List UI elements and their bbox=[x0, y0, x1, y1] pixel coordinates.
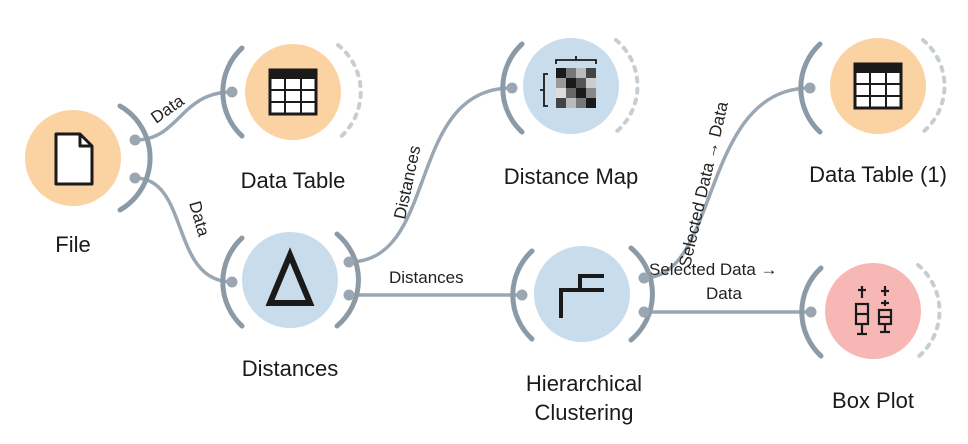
output-anchor-arc bbox=[921, 38, 947, 134]
node-distance-map-label: Distance Map bbox=[504, 164, 639, 189]
output-anchor-arc bbox=[614, 38, 640, 134]
input-channel-dot[interactable] bbox=[226, 276, 238, 288]
table-icon bbox=[268, 68, 318, 116]
input-channel-dot[interactable] bbox=[226, 86, 238, 98]
link-label-file-to-distances: Data bbox=[185, 199, 213, 239]
link-clustering-to-data-table-1[interactable] bbox=[643, 86, 811, 280]
node-data-table-1-label: Data Table (1) bbox=[809, 162, 947, 187]
node-box-plot-circle[interactable] bbox=[825, 263, 921, 359]
node-box-plot-label: Box Plot bbox=[832, 388, 914, 413]
node-distance-map[interactable]: Distance Map bbox=[500, 38, 640, 189]
link-label-clustering-to-boxplot-1: Selected Data → bbox=[649, 260, 778, 279]
node-hierarchical-clustering-label-2: Clustering bbox=[534, 400, 633, 425]
output-anchor-arc bbox=[916, 263, 942, 359]
input-channel-dot[interactable] bbox=[516, 289, 528, 301]
output-channel-dot[interactable] bbox=[343, 256, 355, 268]
node-distances-label: Distances bbox=[242, 356, 339, 381]
node-hierarchical-clustering[interactable]: Hierarchical Clustering bbox=[510, 245, 655, 425]
node-data-table[interactable]: Data Table bbox=[220, 43, 363, 193]
output-anchor-arc bbox=[334, 231, 361, 329]
node-data-table-label: Data Table bbox=[241, 168, 346, 193]
input-anchor-arc bbox=[510, 248, 535, 342]
link-label-file-to-data-table: Data bbox=[147, 91, 188, 127]
link-label-clustering-to-boxplot-2: Data bbox=[706, 284, 742, 303]
input-channel-dot[interactable] bbox=[805, 306, 817, 318]
output-channel-dot[interactable] bbox=[129, 134, 141, 146]
input-anchor-arc bbox=[798, 41, 823, 135]
link-label-distances-to-map: Distances bbox=[390, 144, 424, 221]
link-label-distances-to-clustering: Distances bbox=[389, 268, 464, 287]
input-anchor-arc bbox=[220, 45, 245, 139]
delta-icon bbox=[265, 247, 315, 306]
output-channel-dot[interactable] bbox=[343, 289, 355, 301]
table-icon bbox=[853, 62, 903, 110]
output-channel-dot[interactable] bbox=[638, 272, 650, 284]
input-anchor-arc bbox=[500, 41, 525, 135]
link-file-to-distances[interactable] bbox=[134, 176, 233, 284]
node-distances[interactable]: Distances bbox=[220, 231, 361, 381]
link-distances-to-distance-map[interactable] bbox=[348, 86, 513, 264]
node-file[interactable]: File bbox=[25, 103, 153, 257]
node-box-plot[interactable]: Box Plot bbox=[799, 263, 942, 413]
node-hierarchical-clustering-label-1: Hierarchical bbox=[526, 371, 642, 396]
dendrogram-icon bbox=[559, 274, 604, 318]
output-anchor-arc bbox=[117, 103, 153, 213]
input-anchor-arc bbox=[799, 265, 824, 359]
input-channel-dot[interactable] bbox=[506, 82, 518, 94]
node-hierarchical-clustering-circle[interactable] bbox=[534, 246, 630, 342]
output-channel-dot[interactable] bbox=[129, 172, 141, 184]
node-data-table-1[interactable]: Data Table (1) bbox=[798, 38, 947, 187]
heatmap-icon bbox=[540, 56, 597, 108]
input-channel-dot[interactable] bbox=[804, 82, 816, 94]
node-file-label: File bbox=[55, 232, 90, 257]
output-anchor-arc bbox=[628, 245, 655, 343]
output-anchor-arc bbox=[336, 43, 363, 141]
document-icon bbox=[54, 132, 94, 186]
node-distances-circle[interactable] bbox=[242, 232, 338, 328]
output-channel-dot[interactable] bbox=[638, 306, 650, 318]
links bbox=[134, 86, 811, 314]
boxplot-icon bbox=[854, 286, 893, 336]
input-anchor-arc bbox=[220, 235, 245, 329]
link-label-clustering-to-table1: Selected Data → Data bbox=[675, 99, 732, 269]
